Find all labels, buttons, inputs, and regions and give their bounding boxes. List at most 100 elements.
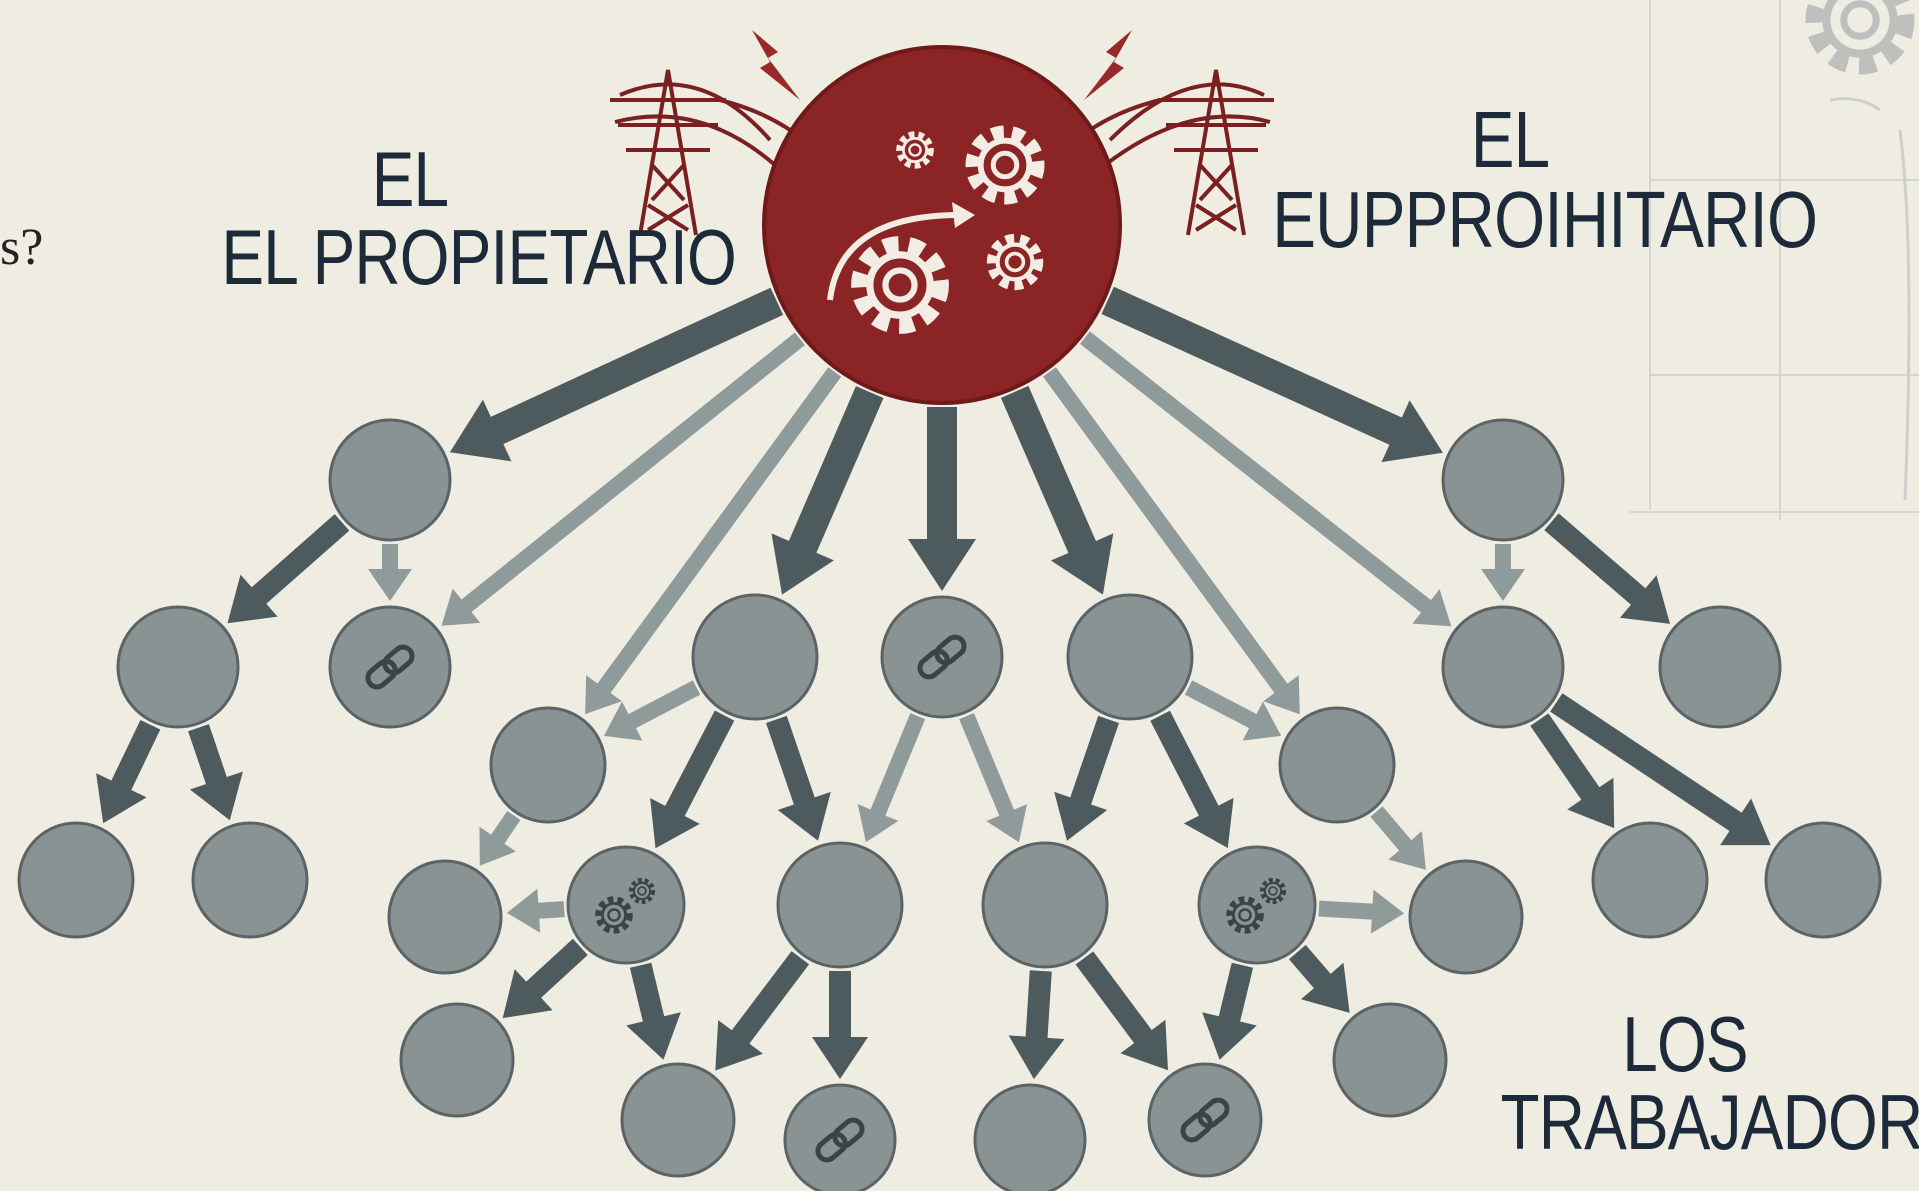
- arrow-hub-to-r2a: [1080, 331, 1452, 627]
- node-circle: [981, 841, 1109, 969]
- node-c4c: [776, 841, 904, 969]
- arrow-hub-to-c2c: [1000, 385, 1114, 595]
- cycle-arrow-icon: [827, 212, 961, 301]
- edges-layer: [96, 286, 1771, 1080]
- node-r3b: [1764, 821, 1882, 939]
- arrow-r1-to-r2a: [1481, 544, 1525, 601]
- node-l2b: [328, 605, 452, 729]
- owner-label-left-line2: EL PROPIETARIO: [221, 213, 736, 301]
- arrow-r2a-to-r3b: [1550, 693, 1771, 846]
- chain-link-icon: [917, 634, 967, 680]
- arrow-c4d-to-c6c: [1008, 970, 1065, 1080]
- node-circle: [1332, 1002, 1448, 1118]
- node-c5a: [399, 1002, 515, 1118]
- arrow-hub-to-l2b: [441, 332, 805, 626]
- workers-label-line2: TRABAJADORES: [1500, 1078, 1919, 1166]
- arrow-c2c-to-c4e: [1150, 710, 1234, 848]
- node-circle: [387, 859, 503, 975]
- arrow-c2c-to-c4d: [1054, 715, 1119, 841]
- arrow-c2a-to-c4b: [650, 710, 735, 849]
- node-l1: [328, 418, 452, 542]
- arrow-c2b-to-c4c: [857, 713, 926, 843]
- arrow-c4e-to-c5b: [1289, 944, 1350, 1013]
- node-circle: [116, 605, 240, 729]
- node-c4d: [981, 841, 1109, 969]
- node-circle: [1591, 821, 1709, 939]
- arrow-l2a-to-l3b: [188, 724, 243, 821]
- arrow-c4e-to-c4f: [1318, 889, 1405, 934]
- node-r3a: [1591, 821, 1709, 939]
- owner-label-right-line2: EUPPROIHITARIO: [1272, 175, 1818, 264]
- node-circle: [1764, 821, 1882, 939]
- node-c6d: [1147, 1062, 1263, 1178]
- arrow-c4b-to-c6a: [626, 962, 681, 1060]
- node-c6c: [973, 1083, 1087, 1191]
- chain-link-icon: [815, 1117, 865, 1163]
- node-c6a: [620, 1062, 736, 1178]
- node-circle: [1441, 605, 1565, 729]
- owner-label-left-line1: EL: [371, 135, 449, 223]
- node-l2a: [116, 605, 240, 729]
- node-c2a: [691, 593, 819, 721]
- arrow-hub-to-l1: [449, 287, 784, 462]
- node-circle: [191, 821, 309, 939]
- arrow-r2a-to-r3a: [1530, 713, 1615, 829]
- arrow-hub-to-c2a: [771, 386, 884, 595]
- node-c3b: [1278, 706, 1396, 824]
- node-circle: [1408, 859, 1524, 975]
- node-circle: [399, 1002, 515, 1118]
- node-circle: [1066, 593, 1194, 721]
- node-l3b: [191, 821, 309, 939]
- arrow-c3b-to-c4f: [1370, 806, 1426, 870]
- node-circle: [776, 841, 904, 969]
- workers-label: LOS TRABAJADORES: [1500, 1000, 1919, 1166]
- owner-hub: [762, 45, 1122, 405]
- arrow-l1-to-l2b: [368, 544, 412, 601]
- arrow-c4b-to-c4a: [506, 888, 565, 933]
- node-c2c: [1066, 593, 1194, 721]
- owner-label-right-line1: EL: [1470, 95, 1550, 184]
- arrow-r1-to-r2b: [1544, 513, 1670, 624]
- arrow-hub-to-c2b: [908, 407, 976, 591]
- arrow-c4d-to-c6d: [1075, 951, 1168, 1071]
- arrow-c2a-to-c3a: [603, 680, 701, 741]
- power-tower-left-icon: [610, 69, 792, 236]
- arrow-c4b-to-c5a: [502, 938, 588, 1019]
- node-c4b: [566, 845, 686, 965]
- chain-link-icon: [365, 644, 415, 690]
- node-circle: [1278, 706, 1396, 824]
- owner-label-right: EL EUPPROIHITARIO: [1272, 95, 1818, 264]
- node-c4e: [1197, 845, 1317, 965]
- arrow-hub-to-c3a: [585, 367, 842, 715]
- arrow-c3a-to-c4a: [479, 811, 521, 866]
- nodes-layer: [17, 418, 1882, 1191]
- node-c4a: [387, 859, 503, 975]
- arrow-c4e-to-c6d: [1202, 962, 1257, 1060]
- node-r1: [1441, 418, 1565, 542]
- node-circle: [620, 1062, 736, 1178]
- node-c2b: [880, 595, 1004, 719]
- arrow-l2a-to-l3a: [96, 720, 161, 824]
- power-tower-right-icon: [1088, 69, 1274, 236]
- node-circle: [328, 418, 452, 542]
- blueprint-sketch: [1630, 0, 1919, 520]
- node-circle: [489, 706, 607, 824]
- workers-label-line1: LOS: [1622, 1000, 1748, 1088]
- node-circle: [1658, 605, 1782, 729]
- node-circle: [1441, 418, 1565, 542]
- arrow-c2c-to-c3b: [1184, 680, 1282, 741]
- node-circle: [783, 1083, 897, 1191]
- node-l3a: [17, 821, 135, 939]
- node-c5b: [1332, 1002, 1448, 1118]
- node-circle: [17, 821, 135, 939]
- blueprint-gear-icon: [1815, 0, 1905, 65]
- node-circle: [1147, 1062, 1263, 1178]
- arrow-c4c-to-c6b: [812, 971, 868, 1079]
- node-r2a: [1441, 605, 1565, 729]
- node-circle: [973, 1083, 1087, 1191]
- arrow-l1-to-l2a: [227, 514, 350, 624]
- node-c3a: [489, 706, 607, 824]
- node-c6b: [783, 1083, 897, 1191]
- node-circle: [328, 605, 452, 729]
